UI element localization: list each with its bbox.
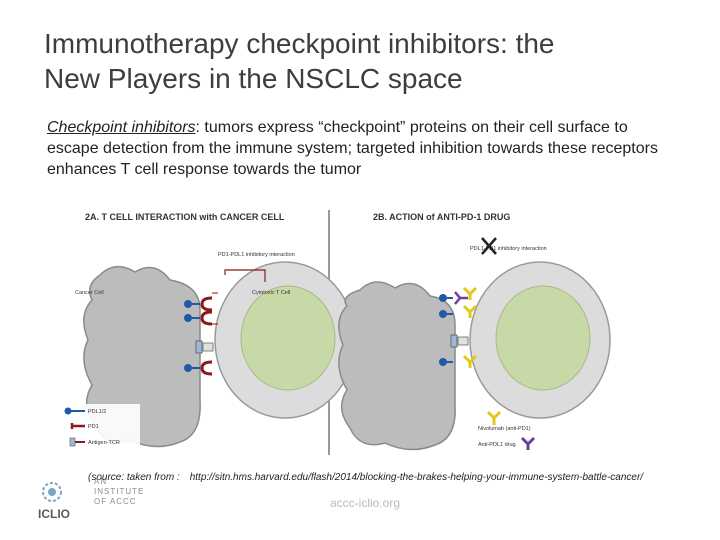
legend-pd1: PD1 [88, 424, 99, 430]
legend-tcr: Antigen-TCR [88, 440, 120, 446]
blocked-pair-3-b [439, 354, 478, 368]
interaction-bracket [224, 269, 266, 282]
logo-ring-icon [42, 482, 62, 502]
label-cancer-cell: Cancer Cell [75, 290, 104, 296]
site-url[interactable]: accc-iclio.org [330, 496, 401, 510]
label-t-cell: Cytotoxic T Cell [252, 290, 290, 296]
tcr-pair-a [195, 340, 214, 354]
receptor-pair-3-a [184, 360, 213, 376]
blocked-x-icon [481, 237, 497, 255]
intro-paragraph: Checkpoint inhibitors: tumors express “c… [47, 117, 667, 180]
receptor-pair-2-a [184, 310, 213, 326]
legend-antipdl1: Anti-PDL1 drug [478, 442, 516, 448]
slide-title: Immunotherapy checkpoint inhibitors: the… [44, 26, 684, 96]
blocked-pair-2-b [439, 304, 478, 318]
source-citation: (source: taken from : http://sitn.hms.har… [88, 472, 643, 483]
logo-letters: ICLIO [38, 507, 70, 521]
intro-lead: Checkpoint inhibitors [47, 119, 196, 136]
label-pdl1-b: PDL1-PD1 inhibitory interaction [470, 246, 547, 252]
legend-b: Nivolumab (anti-PD1) Anti-PDL1 drug [478, 410, 536, 450]
institute-line-3: OF ACCC [94, 497, 137, 506]
logo-dot-icon [48, 488, 56, 496]
checkpoint-diagram: 2A. T CELL INTERACTION with CANCER CELL … [60, 210, 611, 464]
receptor-pair-1-a [184, 296, 213, 312]
institute-line-1: AN [94, 477, 108, 486]
panel-a-title: 2A. T CELL INTERACTION with CANCER CELL [85, 212, 285, 222]
source-prefix: (source: taken from : [88, 472, 180, 483]
inhibit-marks-a [212, 292, 218, 325]
t-cell-nucleus-a [240, 285, 336, 391]
institute-line-2: INSTITUTE [94, 487, 145, 496]
title-line-1: Immunotherapy checkpoint inhibitors: the [44, 28, 555, 59]
tcr-pair-b [450, 334, 469, 348]
iclio-logo: ICLIO [38, 482, 70, 521]
intro-text: : tumors express “checkpoint” proteins o… [47, 119, 658, 178]
panel-b-title: 2B. ACTION of ANTI-PD-1 DRUG [373, 212, 510, 222]
blocked-pair-1-b [439, 286, 478, 305]
legend-nivolumab: Nivolumab (anti-PD1) [478, 426, 531, 432]
legend-pdl: PDL1/2 [88, 409, 106, 415]
label-interaction: PD1-PDL1 inhibitory interaction [218, 252, 295, 258]
institute-text: AN INSTITUTE OF ACCC [94, 477, 144, 507]
cancer-cell-b [338, 281, 456, 451]
source-url[interactable]: http://sitn.hms.harvard.edu/flash/2014/b… [189, 472, 644, 483]
t-cell-nucleus-b [495, 285, 591, 391]
legend-a: PDL1/2 PD1 Antigen-TCR [60, 404, 140, 464]
title-line-2: New Players in the NSCLC space [44, 63, 463, 94]
